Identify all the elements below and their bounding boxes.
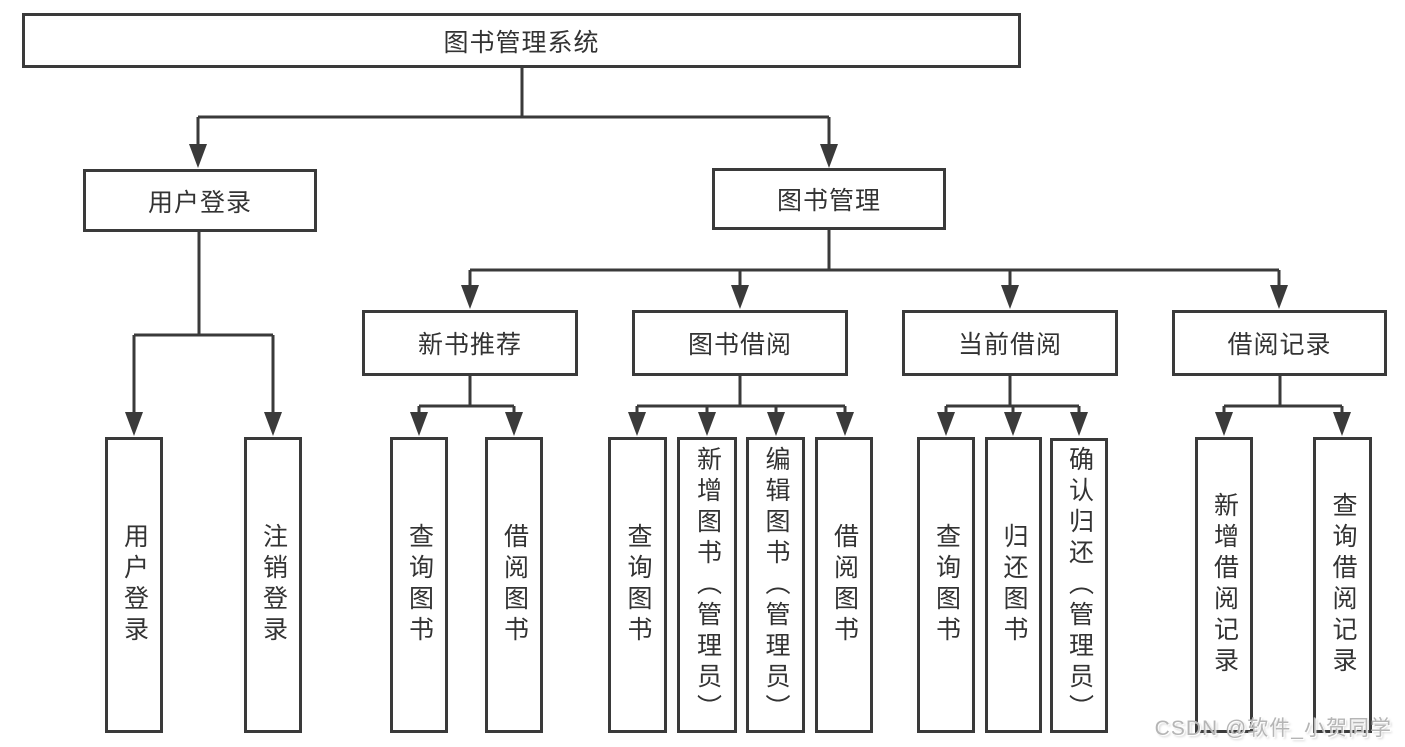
- arrowhead: [820, 144, 838, 168]
- arrowhead: [767, 412, 785, 436]
- node-current-borrowing: 当前借阅: [902, 310, 1118, 376]
- leaf-logout: 注销登录: [244, 437, 302, 733]
- node-label: 注销登录: [259, 523, 288, 647]
- arrowhead: [125, 412, 143, 436]
- node-label: 用户登录: [120, 523, 149, 647]
- leaf-query-borrow-record: 查询借阅记录: [1313, 437, 1372, 733]
- leaf-add-book-admin: 新增图书（管理员）: [677, 437, 737, 733]
- arrowhead: [1215, 412, 1233, 436]
- leaf-user-login: 用户登录: [105, 437, 163, 733]
- arrowheads: [125, 144, 1351, 436]
- arrowhead: [505, 412, 523, 436]
- node-book-borrowing: 图书借阅: [632, 310, 848, 376]
- node-label: 查询图书: [624, 523, 652, 647]
- node-label: 查询图书: [405, 523, 434, 647]
- arrowhead: [1333, 412, 1351, 436]
- arrowhead: [731, 285, 749, 309]
- node-library-system: 图书管理系统: [22, 13, 1021, 68]
- node-label: 新增借阅记录: [1210, 492, 1239, 678]
- leaf-query-book-recommend: 查询图书: [390, 437, 448, 733]
- node-borrowing-records: 借阅记录: [1172, 310, 1387, 376]
- node-label: 用户登录: [147, 188, 252, 217]
- arrowhead: [410, 412, 428, 436]
- leaf-confirm-return-admin: 确认归还（管理员）: [1050, 438, 1108, 733]
- node-label: 借阅图书: [830, 523, 859, 647]
- node-label: 借阅图书: [500, 523, 529, 647]
- node-label: 新书推荐: [417, 331, 522, 359]
- node-user-login: 用户登录: [83, 169, 317, 232]
- node-label: 当前借阅: [957, 331, 1062, 359]
- node-label: 归还图书: [1000, 523, 1028, 647]
- leaf-borrow-book-recommend: 借阅图书: [485, 437, 543, 733]
- leaf-return-book: 归还图书: [985, 437, 1042, 733]
- arrowhead: [836, 412, 854, 436]
- csdn-watermark: CSDN @软件_小贺同学: [1154, 717, 1392, 740]
- arrowhead: [628, 412, 646, 436]
- arrowhead: [189, 144, 207, 168]
- arrowhead: [1004, 412, 1022, 436]
- arrowhead: [1270, 285, 1288, 309]
- leaf-query-book-current: 查询图书: [917, 437, 975, 733]
- connector-paths: [132, 68, 1344, 414]
- node-label: 图书管理: [776, 187, 881, 215]
- node-label: 图书管理系统: [443, 28, 600, 57]
- arrowhead: [937, 412, 955, 436]
- node-label: 新增图书（管理员）: [693, 445, 722, 725]
- leaf-add-borrow-record: 新增借阅记录: [1195, 437, 1253, 733]
- node-label: 编辑图书（管理员）: [762, 445, 790, 725]
- leaf-edit-book-admin: 编辑图书（管理员）: [746, 437, 805, 733]
- node-label: 借阅记录: [1227, 331, 1332, 359]
- arrowhead: [461, 285, 479, 309]
- arrowhead: [264, 412, 282, 436]
- node-label: 确认归还（管理员）: [1065, 446, 1094, 725]
- arrowhead: [1001, 285, 1019, 309]
- leaf-query-book-borrowing: 查询图书: [608, 437, 667, 733]
- leaf-borrow-book-borrowing: 借阅图书: [815, 437, 873, 733]
- node-new-book-recommendation: 新书推荐: [362, 310, 578, 376]
- node-label: 查询图书: [932, 523, 961, 647]
- arrowhead: [698, 412, 716, 436]
- node-label: 查询借阅记录: [1329, 492, 1357, 678]
- node-label: 图书借阅: [687, 331, 792, 359]
- arrowhead: [1070, 412, 1088, 436]
- node-book-management: 图书管理: [712, 168, 946, 230]
